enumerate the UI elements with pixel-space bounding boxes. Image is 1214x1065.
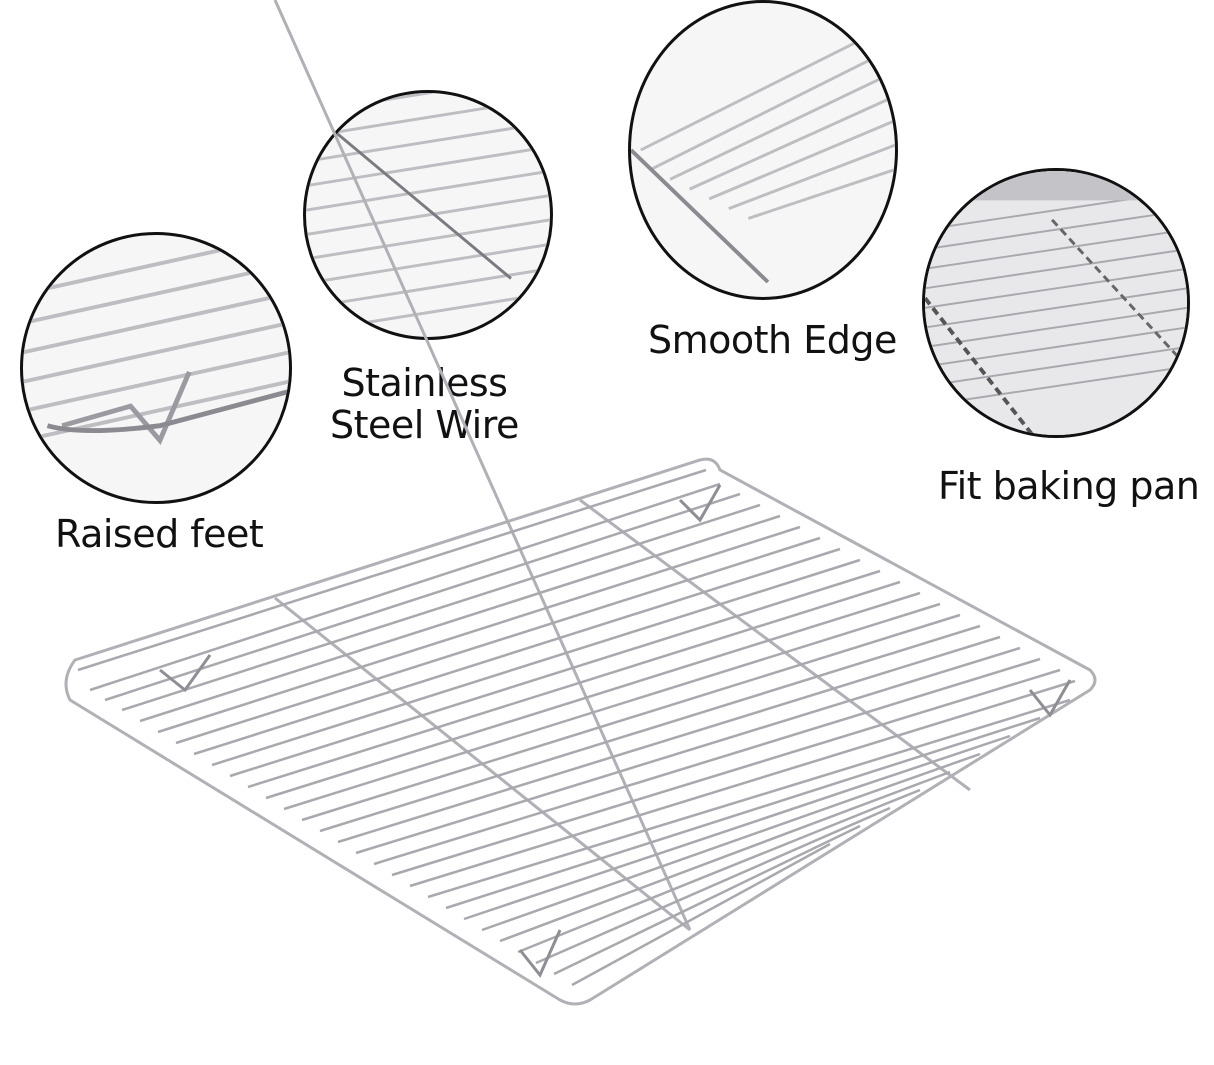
steel-wire-label-line2: Steel Wire	[330, 403, 519, 447]
rack-feet	[159, 484, 1072, 978]
stainless-steel-wire-detail-circle	[303, 90, 553, 340]
rack-outer-frame	[64, 457, 1097, 1006]
smooth-edge-closeup-image	[631, 21, 895, 284]
steel-wire-closeup-image	[306, 93, 550, 334]
smooth-edge-detail-circle	[628, 0, 898, 300]
raised-feet-label: Raised feet	[55, 512, 264, 556]
smooth-edge-label: Smooth Edge	[648, 318, 897, 362]
stainless-label-line1: Stainless	[341, 361, 508, 405]
stainless-steel-wire-label: Stainless Steel Wire	[330, 362, 519, 446]
fit-baking-pan-label: Fit baking pan	[938, 464, 1200, 508]
